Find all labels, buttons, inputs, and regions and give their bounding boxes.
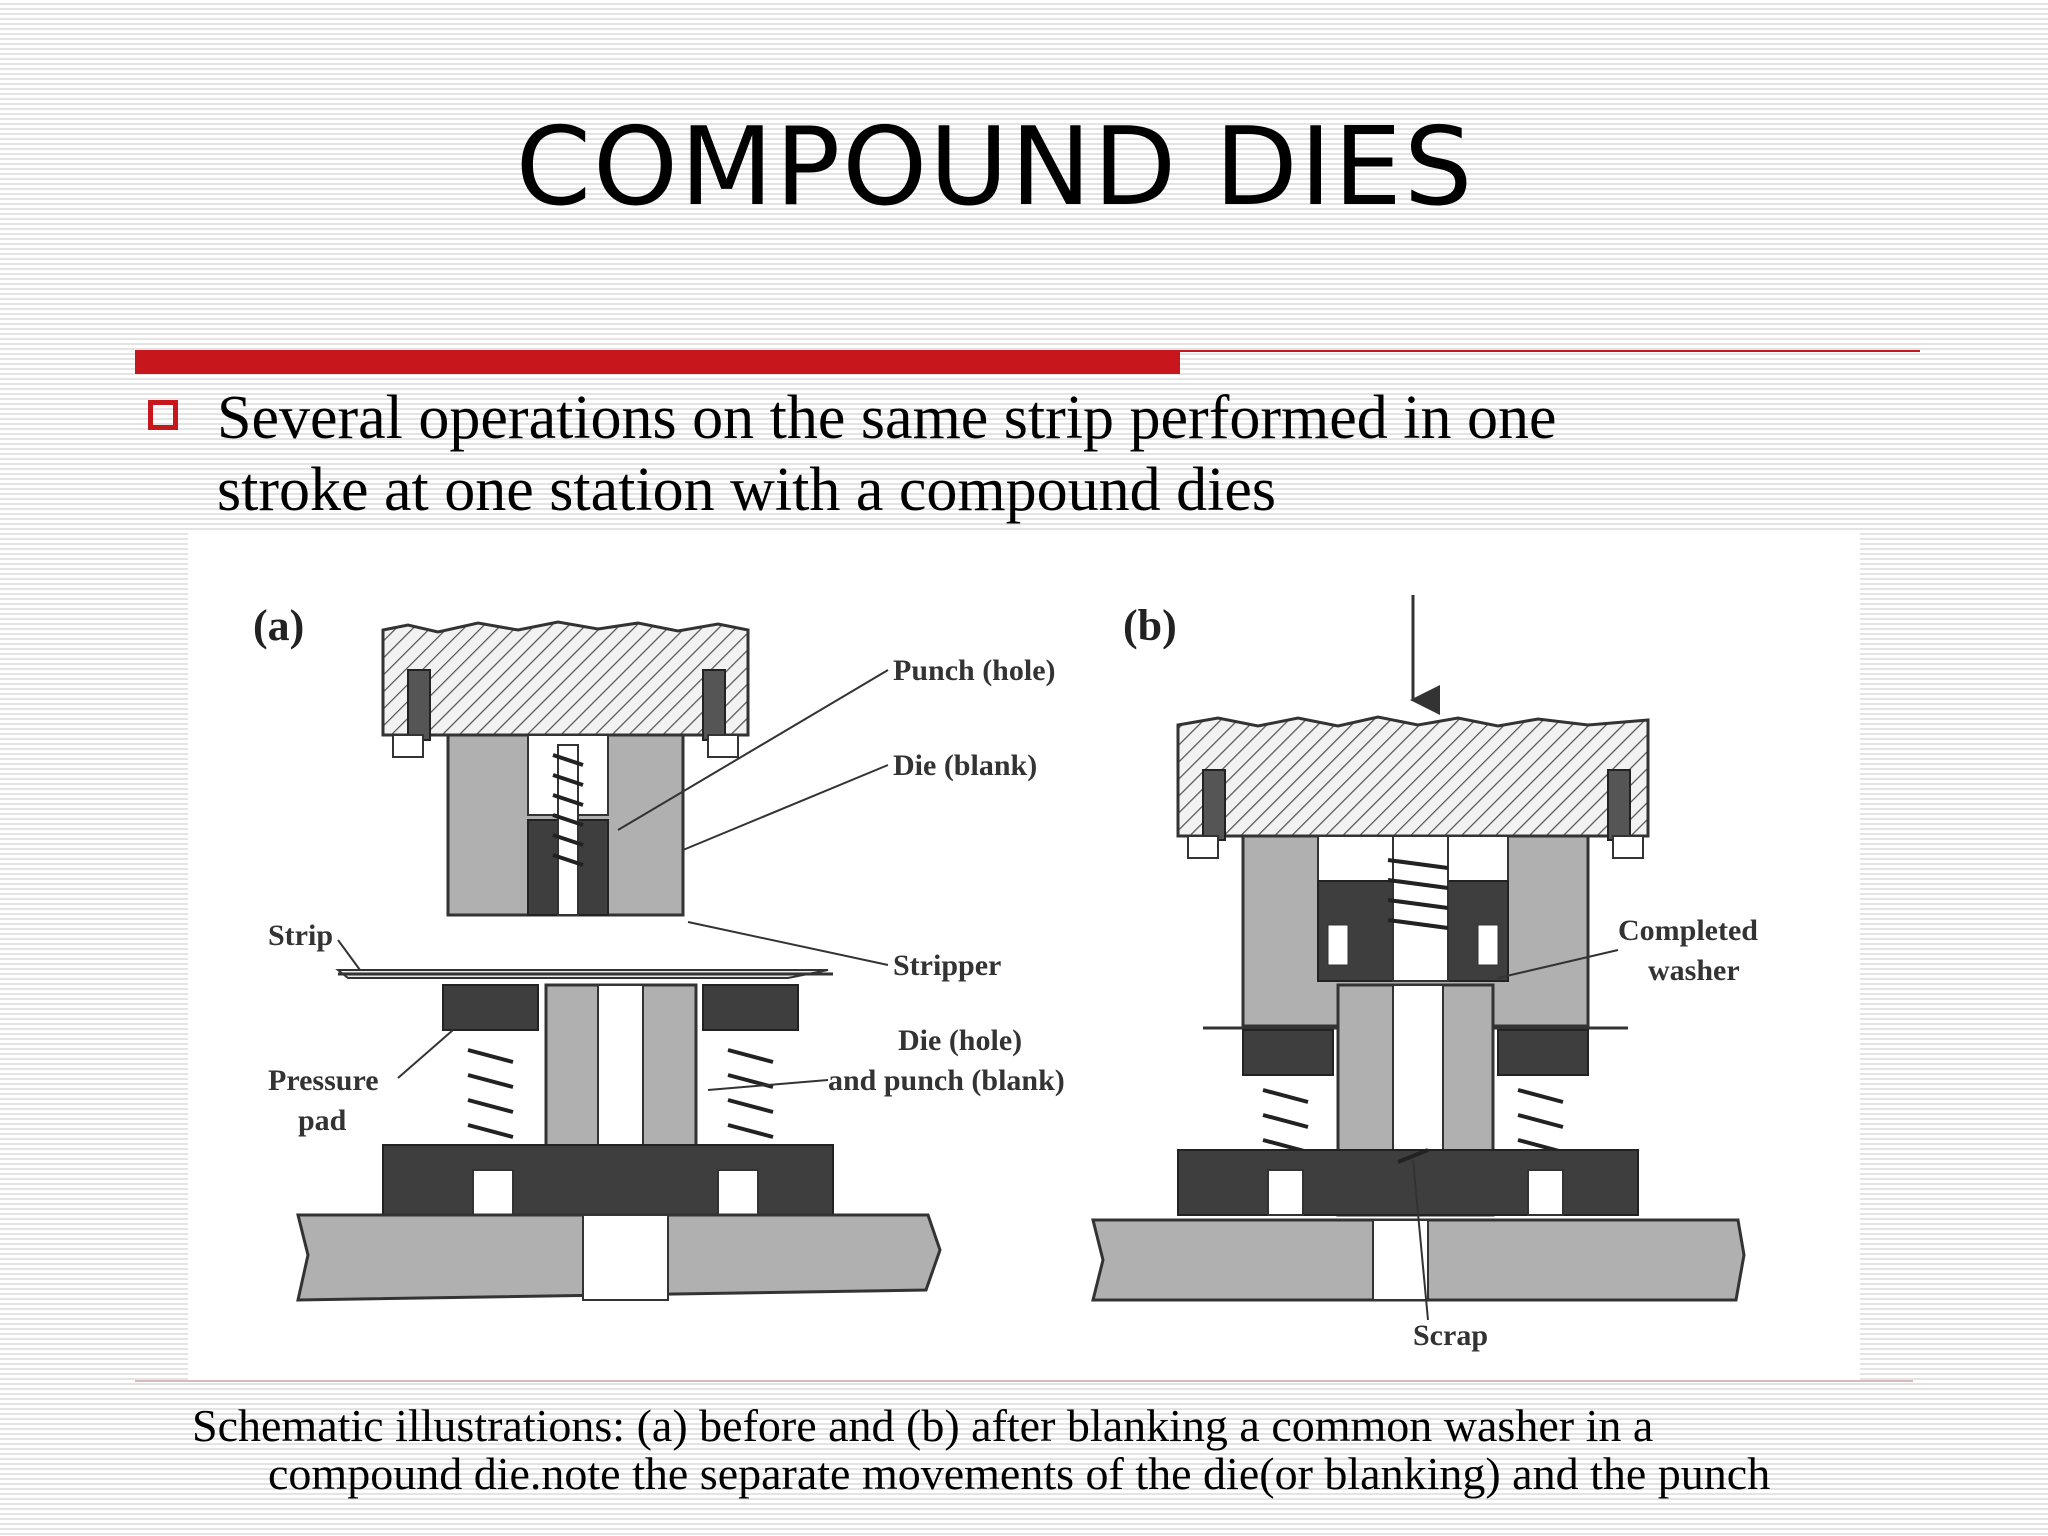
panel-a-pressure-pad-left bbox=[442, 984, 539, 1031]
compound-die-figure: (a) bbox=[188, 530, 1860, 1382]
panel-b-bolt-left bbox=[1202, 769, 1226, 841]
bullet-square-icon bbox=[148, 400, 178, 430]
label-strip: Strip bbox=[268, 919, 333, 952]
label-completed: Completed bbox=[1618, 914, 1758, 947]
bullet-line-2: stroke at one station with a compound di… bbox=[217, 456, 1276, 524]
panel-b: (b) bbox=[1091, 595, 1758, 1352]
panel-b-bolt-right bbox=[1607, 769, 1631, 841]
panel-a-bolt-right bbox=[702, 669, 726, 741]
label-pressure: Pressure bbox=[268, 1064, 379, 1097]
panel-a: (a) bbox=[253, 601, 1065, 1302]
panel-a-bolt-left bbox=[407, 669, 431, 741]
panel-a-tag: (a) bbox=[253, 601, 304, 650]
panel-b-tag: (b) bbox=[1123, 601, 1177, 650]
slide-title: COMPOUND DIES bbox=[515, 105, 1475, 230]
figure-caption: Schematic illustrations: (a) before and … bbox=[192, 1402, 1952, 1498]
caption-line-1: Schematic illustrations: (a) before and … bbox=[192, 1400, 1654, 1451]
label-die-hole: Die (hole) bbox=[898, 1024, 1022, 1057]
label-scrap: Scrap bbox=[1413, 1319, 1488, 1352]
label-stripper: Stripper bbox=[893, 949, 1001, 982]
title-rule-accent bbox=[135, 350, 1180, 374]
compound-die-diagram: (a) bbox=[253, 595, 1758, 1352]
bullet-text: Several operations on the same strip per… bbox=[217, 382, 1917, 526]
bullet-line-1: Several operations on the same strip per… bbox=[217, 384, 1557, 452]
panel-a-pressure-pad-right bbox=[702, 984, 799, 1031]
label-punch-hole: Punch (hole) bbox=[893, 654, 1056, 687]
caption-separator bbox=[135, 1380, 1913, 1382]
label-punch-blank: and punch (blank) bbox=[828, 1064, 1065, 1097]
caption-line-2: compound die.note the separate movements… bbox=[268, 1448, 1771, 1499]
panel-b-top-plate bbox=[1176, 715, 1650, 838]
panel-a-top-plate bbox=[381, 620, 750, 737]
label-washer: washer bbox=[1648, 954, 1740, 987]
label-die-blank: Die (blank) bbox=[893, 749, 1037, 782]
label-pad: pad bbox=[298, 1104, 347, 1137]
title-rule-thin bbox=[1180, 350, 1920, 352]
